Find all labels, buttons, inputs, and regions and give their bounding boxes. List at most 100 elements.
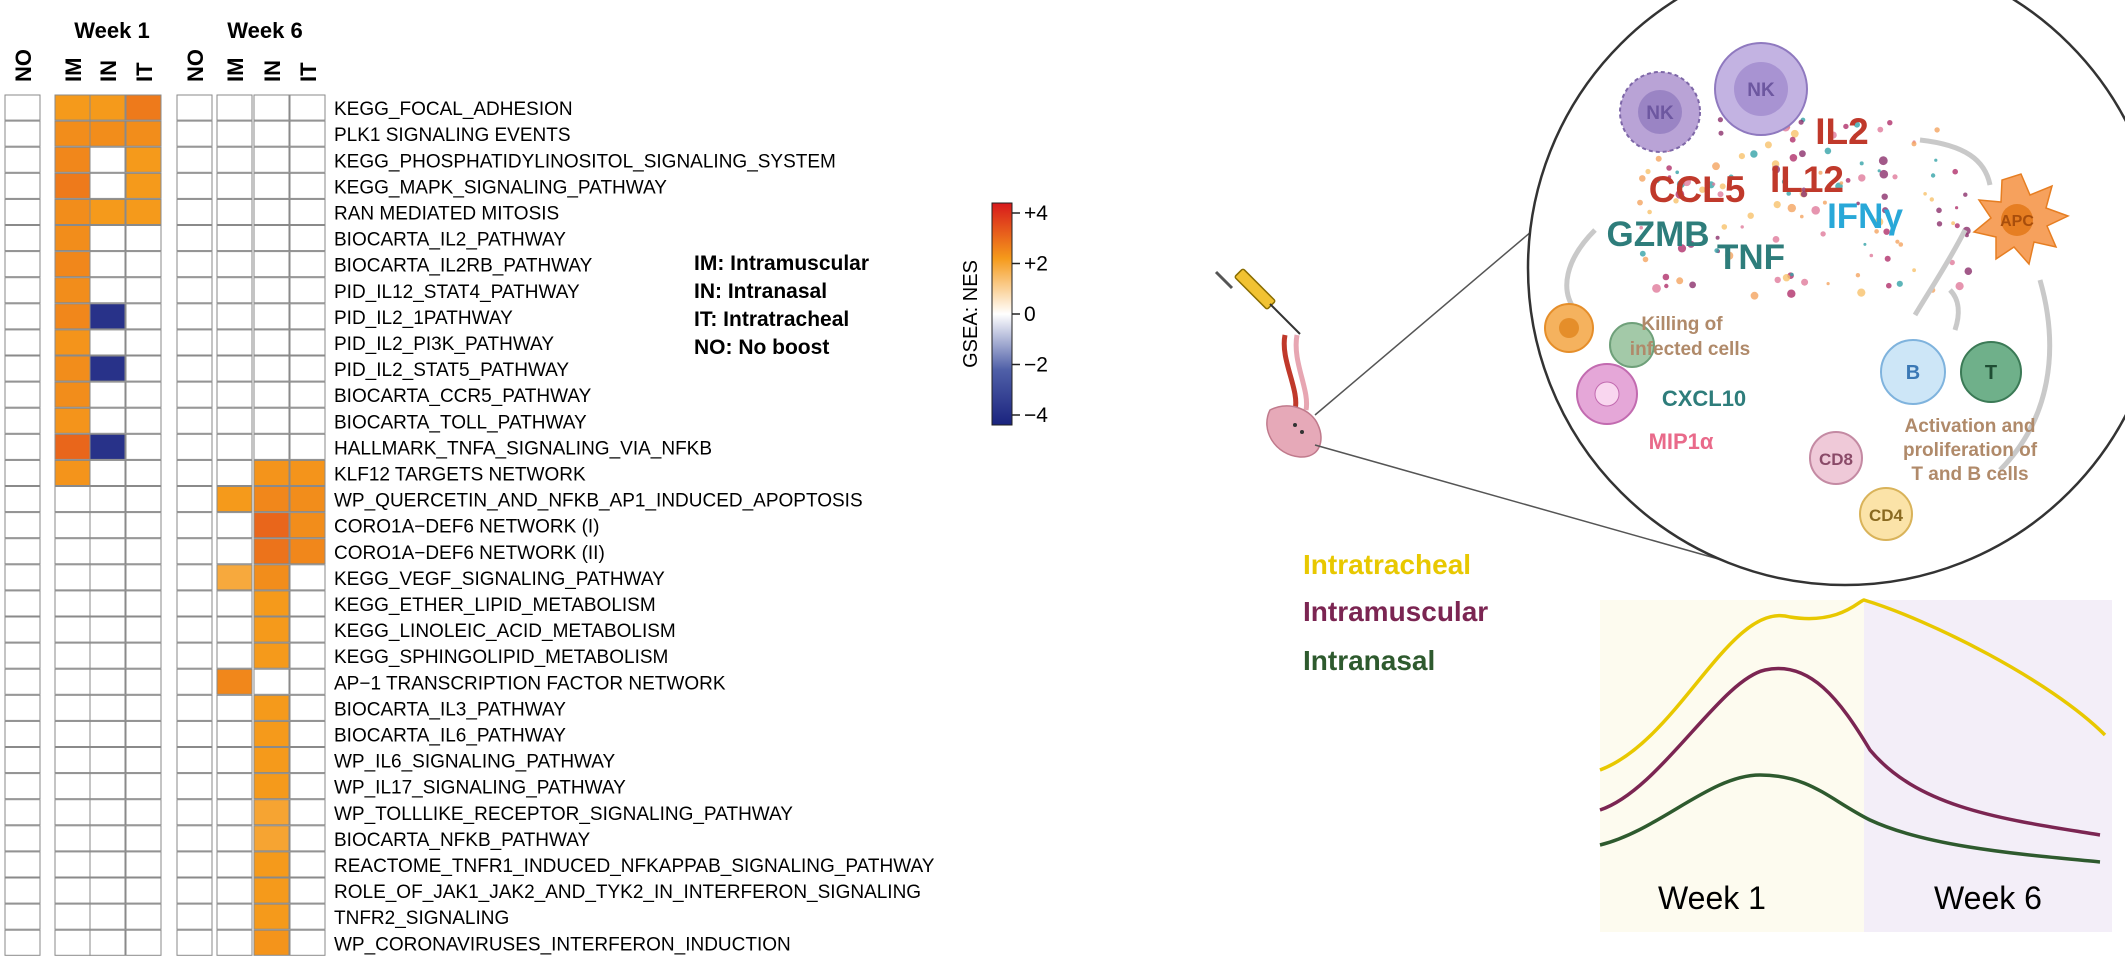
- activation-caption-2: proliferation of: [1903, 440, 2038, 461]
- heatmap-cell: [253, 694, 290, 721]
- heatmap-cell: [125, 538, 162, 565]
- heatmap-cell: [125, 694, 162, 721]
- heatmap-cell: [253, 277, 290, 304]
- particle-dot: [1664, 283, 1669, 289]
- heatmap-cell: [89, 825, 126, 852]
- heatmap-cell: [216, 694, 253, 721]
- heatmap-cell: [54, 277, 91, 304]
- particle-dot: [1725, 251, 1734, 260]
- heatmap-cell: [176, 903, 213, 930]
- heatmap-cell: [4, 564, 41, 591]
- row-label: CORO1A−DEF6 NETWORK (II): [334, 543, 605, 564]
- heatmap-cell: [176, 486, 213, 513]
- heatmap-cell: [176, 825, 213, 852]
- heatmap-cell: [54, 459, 91, 486]
- heatmap-cell: [89, 355, 126, 382]
- heatmap-cell: [253, 799, 290, 826]
- heatmap-cell: [216, 903, 253, 930]
- heatmap-cell: [4, 668, 41, 695]
- legend-it: IT: Intratracheal: [694, 308, 849, 331]
- heatmap-cell: [4, 747, 41, 774]
- heatmap-cell: [54, 851, 91, 878]
- particle-dot: [1898, 242, 1904, 247]
- heatmap-cell: [289, 120, 326, 147]
- particle-dot: [1856, 201, 1860, 206]
- particle-dot: [1854, 121, 1860, 128]
- heatmap-cell: [216, 120, 253, 147]
- particle-dot: [1954, 223, 1960, 229]
- heatmap-cell: [4, 381, 41, 408]
- heatmap-cell: [253, 251, 290, 278]
- heatmap-cell: [176, 668, 213, 695]
- heatmap-cell: [54, 486, 91, 513]
- row-label: PID_IL12_STAT4_PATHWAY: [334, 282, 580, 303]
- heatmap-cell: [89, 486, 126, 513]
- heatmap-cell: [4, 616, 41, 643]
- heatmap-cell: [253, 590, 290, 617]
- row-label: ROLE_OF_JAK1_JAK2_AND_TYK2_IN_INTERFERON…: [334, 882, 921, 903]
- heatmap-cell: [289, 225, 326, 252]
- heatmap-cell: [4, 486, 41, 513]
- heatmap-cell: [253, 225, 290, 252]
- heatmap-cell: [216, 433, 253, 460]
- heatmap-cell: [289, 877, 326, 904]
- heatmap-cell: [216, 877, 253, 904]
- heatmap-cell: [125, 459, 162, 486]
- heatmap-cell: [89, 720, 126, 748]
- particle-dot: [1687, 240, 1695, 248]
- colorbar-tick-label: −2: [1024, 354, 1048, 377]
- row-label: WP_IL6_SIGNALING_PATHWAY: [334, 752, 616, 773]
- heatmap-cell: [89, 303, 126, 330]
- heatmap-cell: [216, 172, 253, 199]
- heatmap-cell: [289, 720, 326, 748]
- particle-dot: [1859, 161, 1864, 166]
- particle-dot: [1764, 141, 1772, 149]
- particle-dot: [1841, 211, 1845, 215]
- row-label: RAN MEDIATED MITOSIS: [334, 203, 559, 224]
- colorbar-tick-label: 0: [1024, 303, 1036, 326]
- particle-dot: [1718, 130, 1724, 136]
- particle-dot: [1878, 156, 1888, 166]
- heatmap-cell: [89, 903, 126, 930]
- heatmap-cell: [176, 381, 213, 408]
- heatmap-cell: [54, 355, 91, 382]
- particle-dot: [1655, 155, 1662, 162]
- heatmap-cell: [4, 694, 41, 721]
- particle-dot: [1874, 217, 1884, 227]
- particle-dot: [1772, 236, 1780, 243]
- particle-dot: [1818, 170, 1823, 175]
- activation-caption-1: Activation and: [1905, 416, 2036, 437]
- particle-dot: [1781, 178, 1789, 185]
- heatmap-cell: [216, 668, 253, 695]
- heatmap-cell: [89, 198, 126, 225]
- heatmap-cell: [89, 172, 126, 199]
- heatmap-cell: [216, 407, 253, 434]
- heatmap-cell: [289, 668, 326, 695]
- particle-dot: [1786, 191, 1791, 196]
- colorbar-ticks: +4+20−2−4: [1012, 202, 1048, 427]
- heatmap-cell: [125, 329, 162, 356]
- heatmap-cell: [4, 642, 41, 669]
- heatmap-cell: [125, 564, 162, 591]
- heatmap-cells: [4, 94, 326, 956]
- heatmap-cell: [176, 929, 213, 956]
- heatmap-cell: [176, 120, 213, 147]
- particle-dot: [1824, 147, 1832, 155]
- heatmap-cell: [176, 512, 213, 539]
- heatmap-cell: [89, 251, 126, 278]
- particle-dot: [1715, 235, 1720, 240]
- heatmap-cell: [54, 720, 91, 748]
- cd4-cell: CD4: [1859, 487, 1913, 541]
- zoom-line-bottom: [1314, 444, 1776, 576]
- particle-dot: [1964, 267, 1973, 276]
- heatmap-cell: [216, 720, 253, 748]
- particle-dot: [1877, 169, 1881, 173]
- row-label: BIOCARTA_IL2_PATHWAY: [334, 230, 566, 251]
- heatmap-cell: [176, 538, 213, 565]
- heatmap-cell: [54, 407, 91, 434]
- tnf-label: TNF: [1717, 238, 1785, 277]
- heatmap-cell: [176, 694, 213, 721]
- heatmap-cell: [176, 146, 213, 173]
